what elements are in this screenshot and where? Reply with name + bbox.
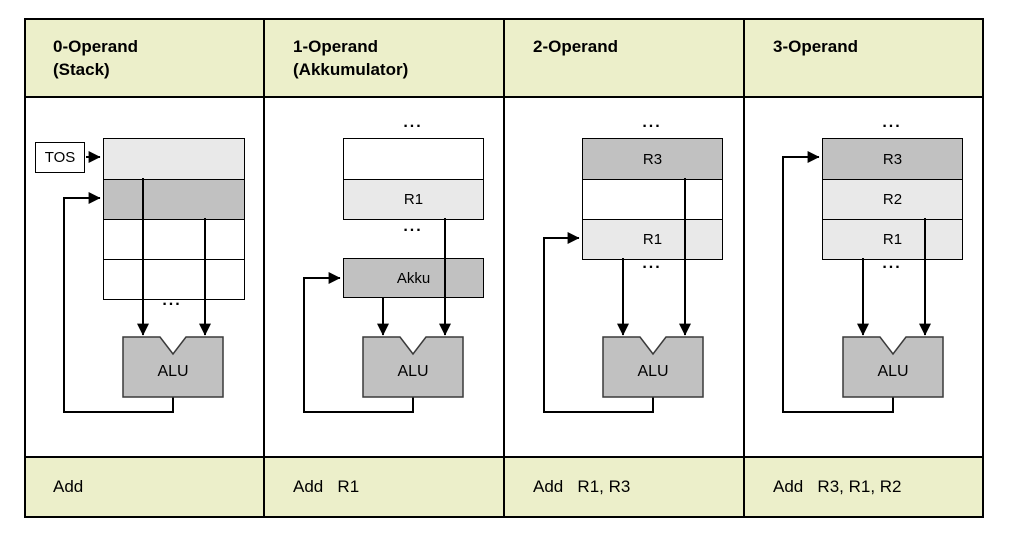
header-3-operand: 3-Operand [773,37,859,56]
alu-label: ALU [397,363,429,380]
ellipsis: ... [642,255,662,272]
alu-label: ALU [637,363,669,380]
ellipsis: ... [882,114,902,131]
instruction-1-operand: Add R1 [293,477,360,496]
header-1-operand: 1-Operand (Akkumulator) [293,37,409,79]
register-cell-r1: R1 [344,179,483,219]
header-2-operand: 2-Operand [533,37,619,56]
column-divider-2 [503,20,505,516]
register-cell-r3: R3 [823,139,962,179]
header-0-operand: 0-Operand (Stack) [53,37,139,79]
register-cell [104,219,244,259]
register-cell [583,179,722,219]
tos-box: TOS [35,142,85,173]
register-cell-r3: R3 [583,139,722,179]
register-file-box: R3 R1 [582,138,723,260]
register-cell-r1: R1 [823,219,962,259]
ellipsis: ... [403,114,423,131]
ellipsis: ... [403,218,423,235]
table-border [24,18,984,518]
register-file-box: R1 [343,138,484,220]
alu-label: ALU [157,363,189,380]
register-cell [104,139,244,179]
column-divider-3 [743,20,745,516]
akku-box: Akku [343,258,484,298]
instruction-3-operand: Add R3, R1, R2 [773,477,902,496]
register-file-box: R3 R2 R1 [822,138,963,260]
instruction-2-operand: Add R1, R3 [533,477,631,496]
instruction-0-operand: Add [53,477,84,496]
stack-register-box [103,138,245,300]
register-cell-r1: R1 [583,219,722,259]
ellipsis: ... [882,255,902,272]
alu-label: ALU [877,363,909,380]
register-cell-r2: R2 [823,179,962,219]
column-divider-1 [263,20,265,516]
ellipsis: ... [642,114,662,131]
register-cell [104,179,244,219]
ellipsis: ... [162,292,182,309]
register-cell [344,139,483,179]
